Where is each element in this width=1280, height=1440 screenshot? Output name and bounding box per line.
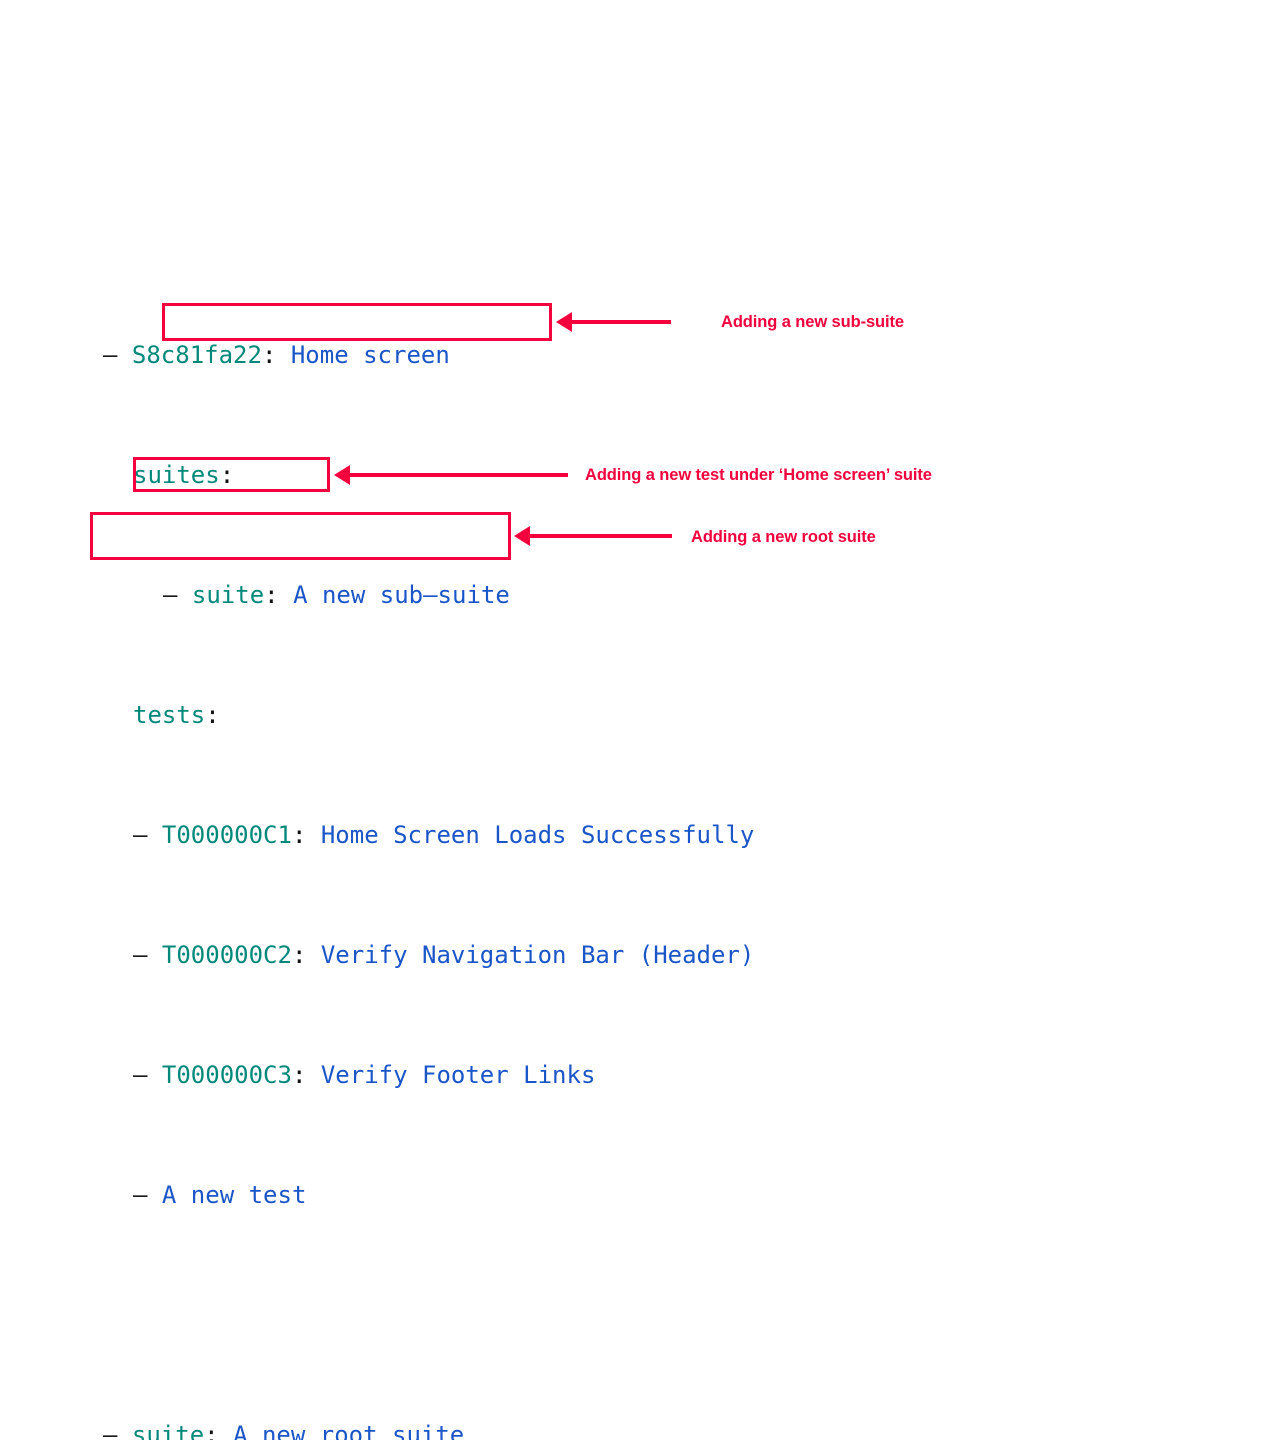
bullet-dash: – xyxy=(163,581,192,609)
test-name-value: Verify Navigation Bar (Header) xyxy=(320,941,755,969)
test-name-value: Verify Footer Links xyxy=(320,1061,596,1089)
tests-key: tests xyxy=(133,701,206,729)
bullet-dash: – xyxy=(133,1061,162,1089)
test-name-value: Home Screen Loads Successfully xyxy=(320,821,755,849)
tree-line-suites-label: suites: xyxy=(103,460,754,490)
bullet-dash: – xyxy=(133,1181,162,1209)
bullet-dash: – xyxy=(133,821,162,849)
tree-line-tests-label: tests: xyxy=(103,700,754,730)
suite-id-key: S8c81fa22 xyxy=(131,341,262,369)
bullet-dash: – xyxy=(103,341,132,369)
key-colon: : xyxy=(205,701,220,729)
bullet-dash: – xyxy=(103,1421,132,1440)
key-colon: : xyxy=(264,581,294,609)
test-id-key: T000000C3 xyxy=(161,1061,292,1089)
key-colon: : xyxy=(291,1061,321,1089)
tree-line-new-root-suite: – suite: A new root suite xyxy=(103,1420,754,1440)
key-colon: : xyxy=(219,461,235,489)
tree-line-new-sub-suite: – suite: A new sub–suite xyxy=(103,580,754,610)
key-colon: : xyxy=(291,941,321,969)
test-suite-tree: – S8c81fa22: Home screen suites: – suite… xyxy=(103,250,754,1440)
root-suite-name-value: A new root suite xyxy=(233,1421,465,1440)
suite-key: suite xyxy=(191,581,265,609)
annotation-label-new-test: Adding a new test under ‘Home screen’ su… xyxy=(585,466,932,484)
key-colon: : xyxy=(291,821,321,849)
diagram-canvas: – S8c81fa22: Home screen suites: – suite… xyxy=(90,303,932,1440)
tree-line-test-c2: – T000000C2: Verify Navigation Bar (Head… xyxy=(103,940,754,970)
test-id-key: T000000C1 xyxy=(161,821,292,849)
tree-line-blank xyxy=(103,1300,754,1330)
suites-key: suites xyxy=(133,461,220,489)
annotation-label-root-suite: Adding a new root suite xyxy=(691,528,876,546)
test-id-key: T000000C2 xyxy=(161,941,292,969)
suite-key: suite xyxy=(131,1421,205,1440)
bullet-dash: – xyxy=(133,941,162,969)
key-colon: : xyxy=(204,1421,234,1440)
key-colon: : xyxy=(261,341,291,369)
tree-line-new-test: – A new test xyxy=(103,1180,754,1210)
sub-suite-name-value: A new sub–suite xyxy=(293,581,510,609)
suite-name-value: Home screen xyxy=(290,341,450,369)
new-test-name-value: A new test xyxy=(161,1181,307,1209)
annotation-label-sub-suite: Adding a new sub-suite xyxy=(721,313,904,331)
tree-line-test-c1: – T000000C1: Home Screen Loads Successfu… xyxy=(103,820,754,850)
tree-line-test-c3: – T000000C3: Verify Footer Links xyxy=(103,1060,754,1090)
tree-line-home-screen-suite: – S8c81fa22: Home screen xyxy=(103,340,754,370)
